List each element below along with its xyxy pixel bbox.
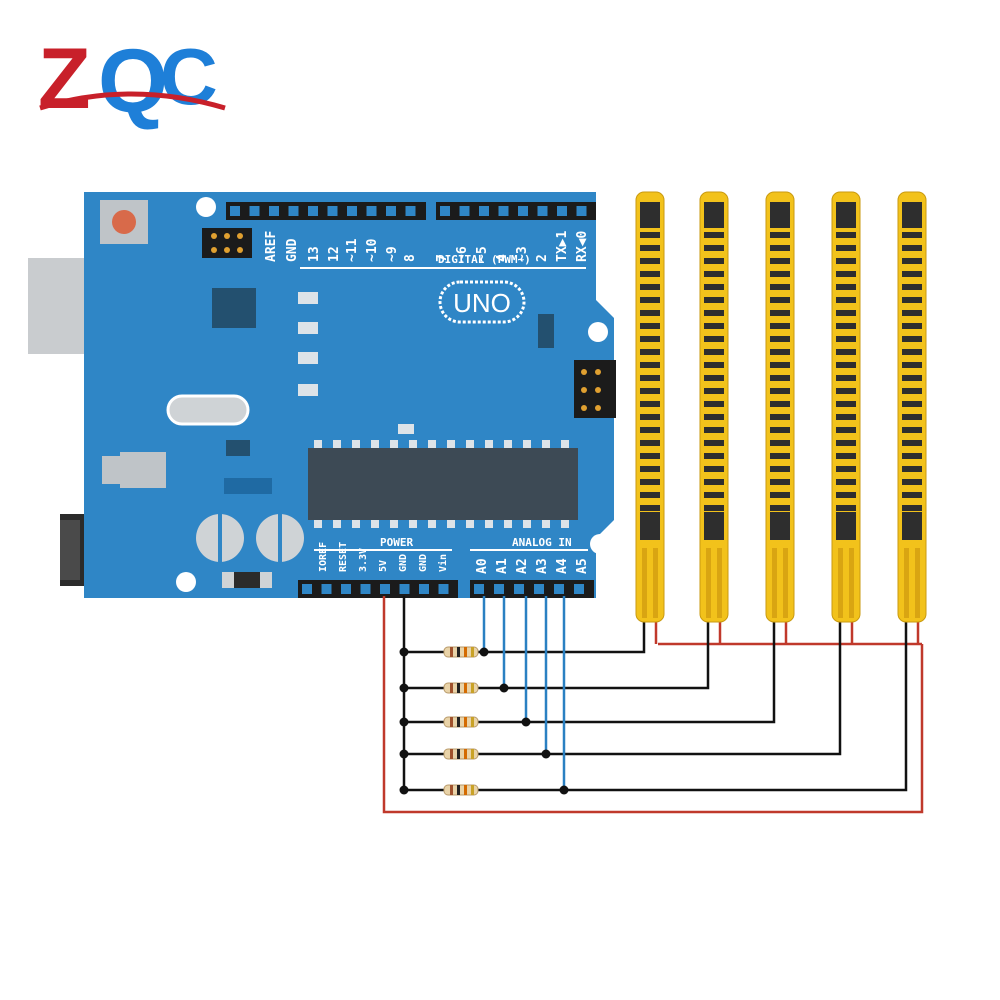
digital-pin-label: ~6 <box>455 246 470 262</box>
microcontroller-chip <box>308 448 578 520</box>
power-header-label: POWER <box>380 536 413 549</box>
bottom-header <box>298 580 594 598</box>
brand-logo: Z Q C <box>38 31 226 132</box>
resistor <box>443 784 479 796</box>
sensor-return-wire <box>404 618 908 792</box>
analog-pin-label: A4 <box>555 558 570 574</box>
flex-sensor <box>765 191 795 623</box>
bottom-pin-labels: IOREF RESET 3.3V 5V GND GND Vin A0 A1 A2 A3 A4 A5 <box>318 542 590 574</box>
header-strip <box>436 202 596 220</box>
digital-pin-label: ~9 <box>385 246 400 262</box>
digital-pin-label: 4 <box>495 254 510 262</box>
digital-pin-label: 13 <box>307 246 322 262</box>
crystal <box>166 394 250 426</box>
power-wire <box>382 596 924 814</box>
analog-pin-label: A2 <box>515 558 530 574</box>
logo-letter-z: Z <box>38 31 91 127</box>
analog-pin-label: A3 <box>535 558 550 574</box>
resistor <box>443 716 479 728</box>
mounting-hole <box>588 322 608 342</box>
mounting-hole <box>590 534 610 554</box>
resistor <box>443 748 479 760</box>
logo-swoosh <box>39 91 226 111</box>
junction-dot <box>399 717 409 727</box>
power-pin-label: 3.3V <box>358 548 369 572</box>
wiring <box>382 596 924 814</box>
icsp-header-right <box>574 360 616 418</box>
mounting-hole <box>176 572 196 592</box>
logo-letter-q: Q <box>98 32 168 132</box>
flex-sensor <box>699 191 729 623</box>
power-pin-label: Vin <box>437 554 449 572</box>
junction-dot <box>399 749 409 759</box>
sensor-return-wire <box>404 618 646 654</box>
flex-sensors <box>635 191 927 623</box>
voltage-regulator <box>120 452 166 488</box>
digital-header <box>226 202 596 220</box>
digital-pin-label: 7 <box>435 254 450 262</box>
junction-dot <box>541 749 551 759</box>
flex-sensor <box>831 191 861 623</box>
digital-header-label: DIGITAL (PWM~) <box>438 253 531 266</box>
junction-dot <box>521 717 531 727</box>
digital-pin-label: TX▶1 <box>555 231 570 262</box>
analog-pin-label: A0 <box>475 558 490 574</box>
digital-pin-label: 8 <box>403 254 418 262</box>
resistor <box>443 646 479 658</box>
junction-dot <box>479 647 489 657</box>
uno-logo-frame <box>438 280 526 324</box>
digital-pin-label: ~3 <box>515 246 530 262</box>
power-pin-label: GND <box>418 554 429 572</box>
junction-dot <box>399 785 409 795</box>
mounting-hole <box>196 197 216 217</box>
digital-pin-label: ~5 <box>475 246 490 262</box>
junction-dot <box>559 785 569 795</box>
analog-header-label: ANALOG IN <box>512 536 572 549</box>
resistor <box>443 682 479 694</box>
analog-pin-label: A1 <box>495 558 510 574</box>
power-header <box>298 580 458 598</box>
power-pin-label: IOREF <box>318 542 329 572</box>
power-pin-label: 5V <box>378 560 389 572</box>
power-pin-label: RESET <box>338 542 349 572</box>
usb-chip <box>212 288 256 328</box>
digital-pin-label: 2 <box>535 254 550 262</box>
digital-pin-label: RX◀0 <box>575 231 590 262</box>
resistors <box>443 646 479 796</box>
analog-pin-label: A5 <box>575 558 590 574</box>
icsp-header <box>202 228 252 258</box>
junction-dot <box>399 647 409 657</box>
digital-pin-label: ~11 <box>345 238 360 262</box>
junction-dot <box>499 683 509 693</box>
digital-pin-label: GND <box>285 238 300 262</box>
digital-pin-label: 12 <box>327 246 342 262</box>
digital-pin-label: ~10 <box>365 238 380 262</box>
junction-dot <box>399 683 409 693</box>
flex-sensor <box>897 191 927 623</box>
uno-logo: UNO <box>453 288 511 318</box>
power-pin-label: GND <box>398 554 409 572</box>
digital-pin-label: AREF <box>264 231 279 262</box>
flex-sensor <box>635 191 665 623</box>
sensor-return-wire <box>404 618 776 724</box>
logo-letter-c: C <box>160 32 218 121</box>
